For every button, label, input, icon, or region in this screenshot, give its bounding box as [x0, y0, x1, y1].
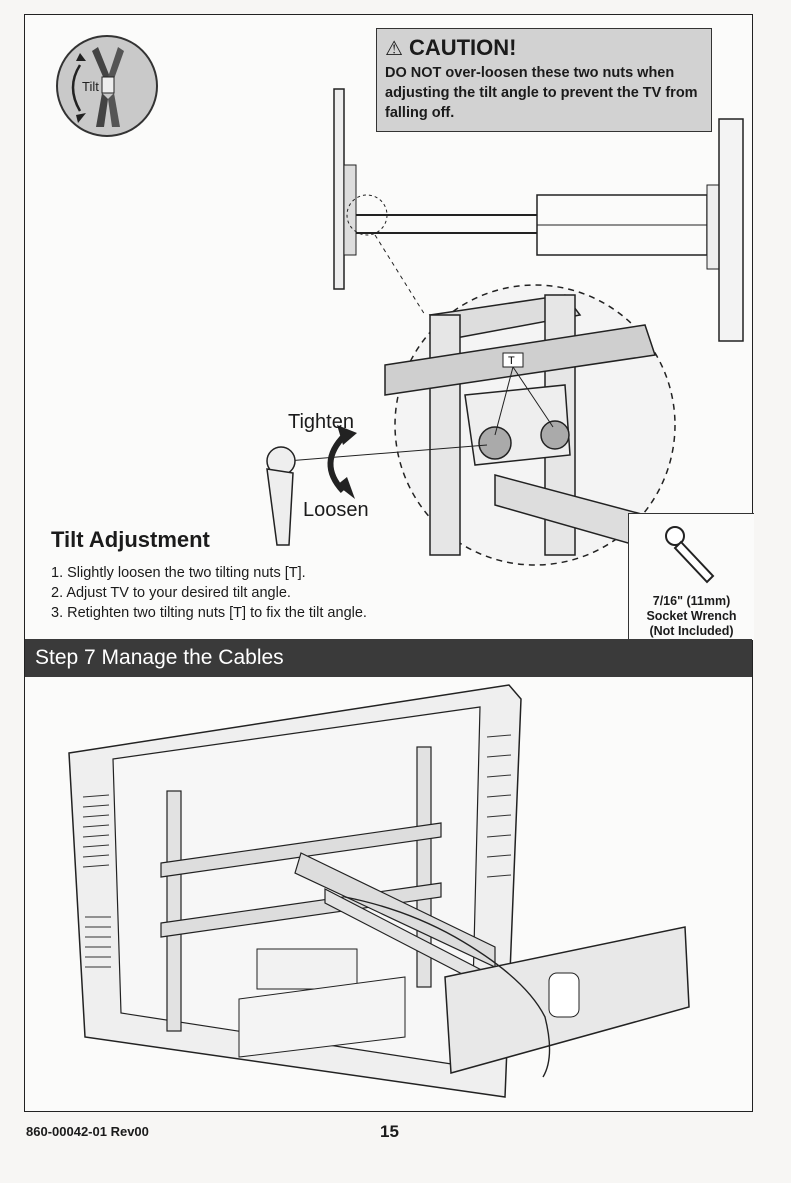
zoomed-bracket: T: [384, 294, 656, 556]
document-code: 860-00042-01 Rev00: [26, 1124, 149, 1139]
tilt-arrow-icon: [71, 47, 124, 127]
tool-caption: 7/16" (11mm) Socket Wrench (Not Included…: [629, 594, 754, 639]
warning-icon: ⚠: [385, 37, 403, 60]
tv-bracket-profile: [343, 164, 357, 256]
page-number: 15: [380, 1122, 399, 1141]
tool-note: (Not Included): [649, 624, 734, 638]
caution-box: ⚠ CAUTION! DO NOT over-loosen these two …: [376, 28, 712, 132]
tv-vents: [82, 734, 512, 998]
tilt-adjustment-panel: Tilt ⚠ CAUTION! DO NOT over-loosen these…: [25, 15, 754, 640]
wall-section: [718, 118, 744, 342]
tilt-adjustment-heading: Tilt Adjustment: [51, 527, 210, 552]
wrench-icon: [665, 526, 715, 584]
cable: [344, 896, 551, 1078]
caution-title: ⚠ CAUTION!: [385, 35, 703, 61]
tool-name: Socket Wrench: [646, 609, 737, 623]
tighten-label: Tighten: [288, 411, 354, 433]
tilt-step-3: 3. Retighten two tilting nuts [T] to fix…: [51, 605, 367, 621]
nut-marker-label: T: [508, 355, 515, 367]
tv-back-illustration: [68, 684, 690, 1098]
left-rail: [166, 790, 182, 1032]
tilt-steps-list: 1. Slightly loosen the two tilting nuts …: [51, 563, 367, 623]
tool-box: 7/16" (11mm) Socket Wrench (Not Included…: [628, 513, 754, 640]
tilt-step-1: 1. Slightly loosen the two tilting nuts …: [51, 565, 306, 581]
tv-ports: [256, 948, 358, 990]
step-7-banner: Step 7 Manage the Cables: [25, 639, 752, 677]
socket-wrench-drawing: [266, 446, 296, 546]
rotation-arrow-icon: [327, 425, 357, 499]
tilt-step-2: 2. Adjust TV to your desired tilt angle.: [51, 585, 291, 601]
tilt-icon: Tilt: [56, 35, 158, 137]
tool-size: 7/16" (11mm): [652, 594, 731, 608]
manage-cables-panel: [25, 677, 752, 1111]
caution-body: DO NOT over-loosen these two nuts when a…: [385, 65, 698, 121]
tv-profile: [333, 88, 345, 290]
tilt-mount-diagram: T: [266, 88, 744, 566]
page-frame: Tilt ⚠ CAUTION! DO NOT over-loosen these…: [24, 14, 754, 1112]
loosen-label: Loosen: [303, 499, 369, 521]
tilt-icon-label: Tilt: [82, 79, 99, 94]
caution-title-text: CAUTION!: [408, 35, 517, 60]
